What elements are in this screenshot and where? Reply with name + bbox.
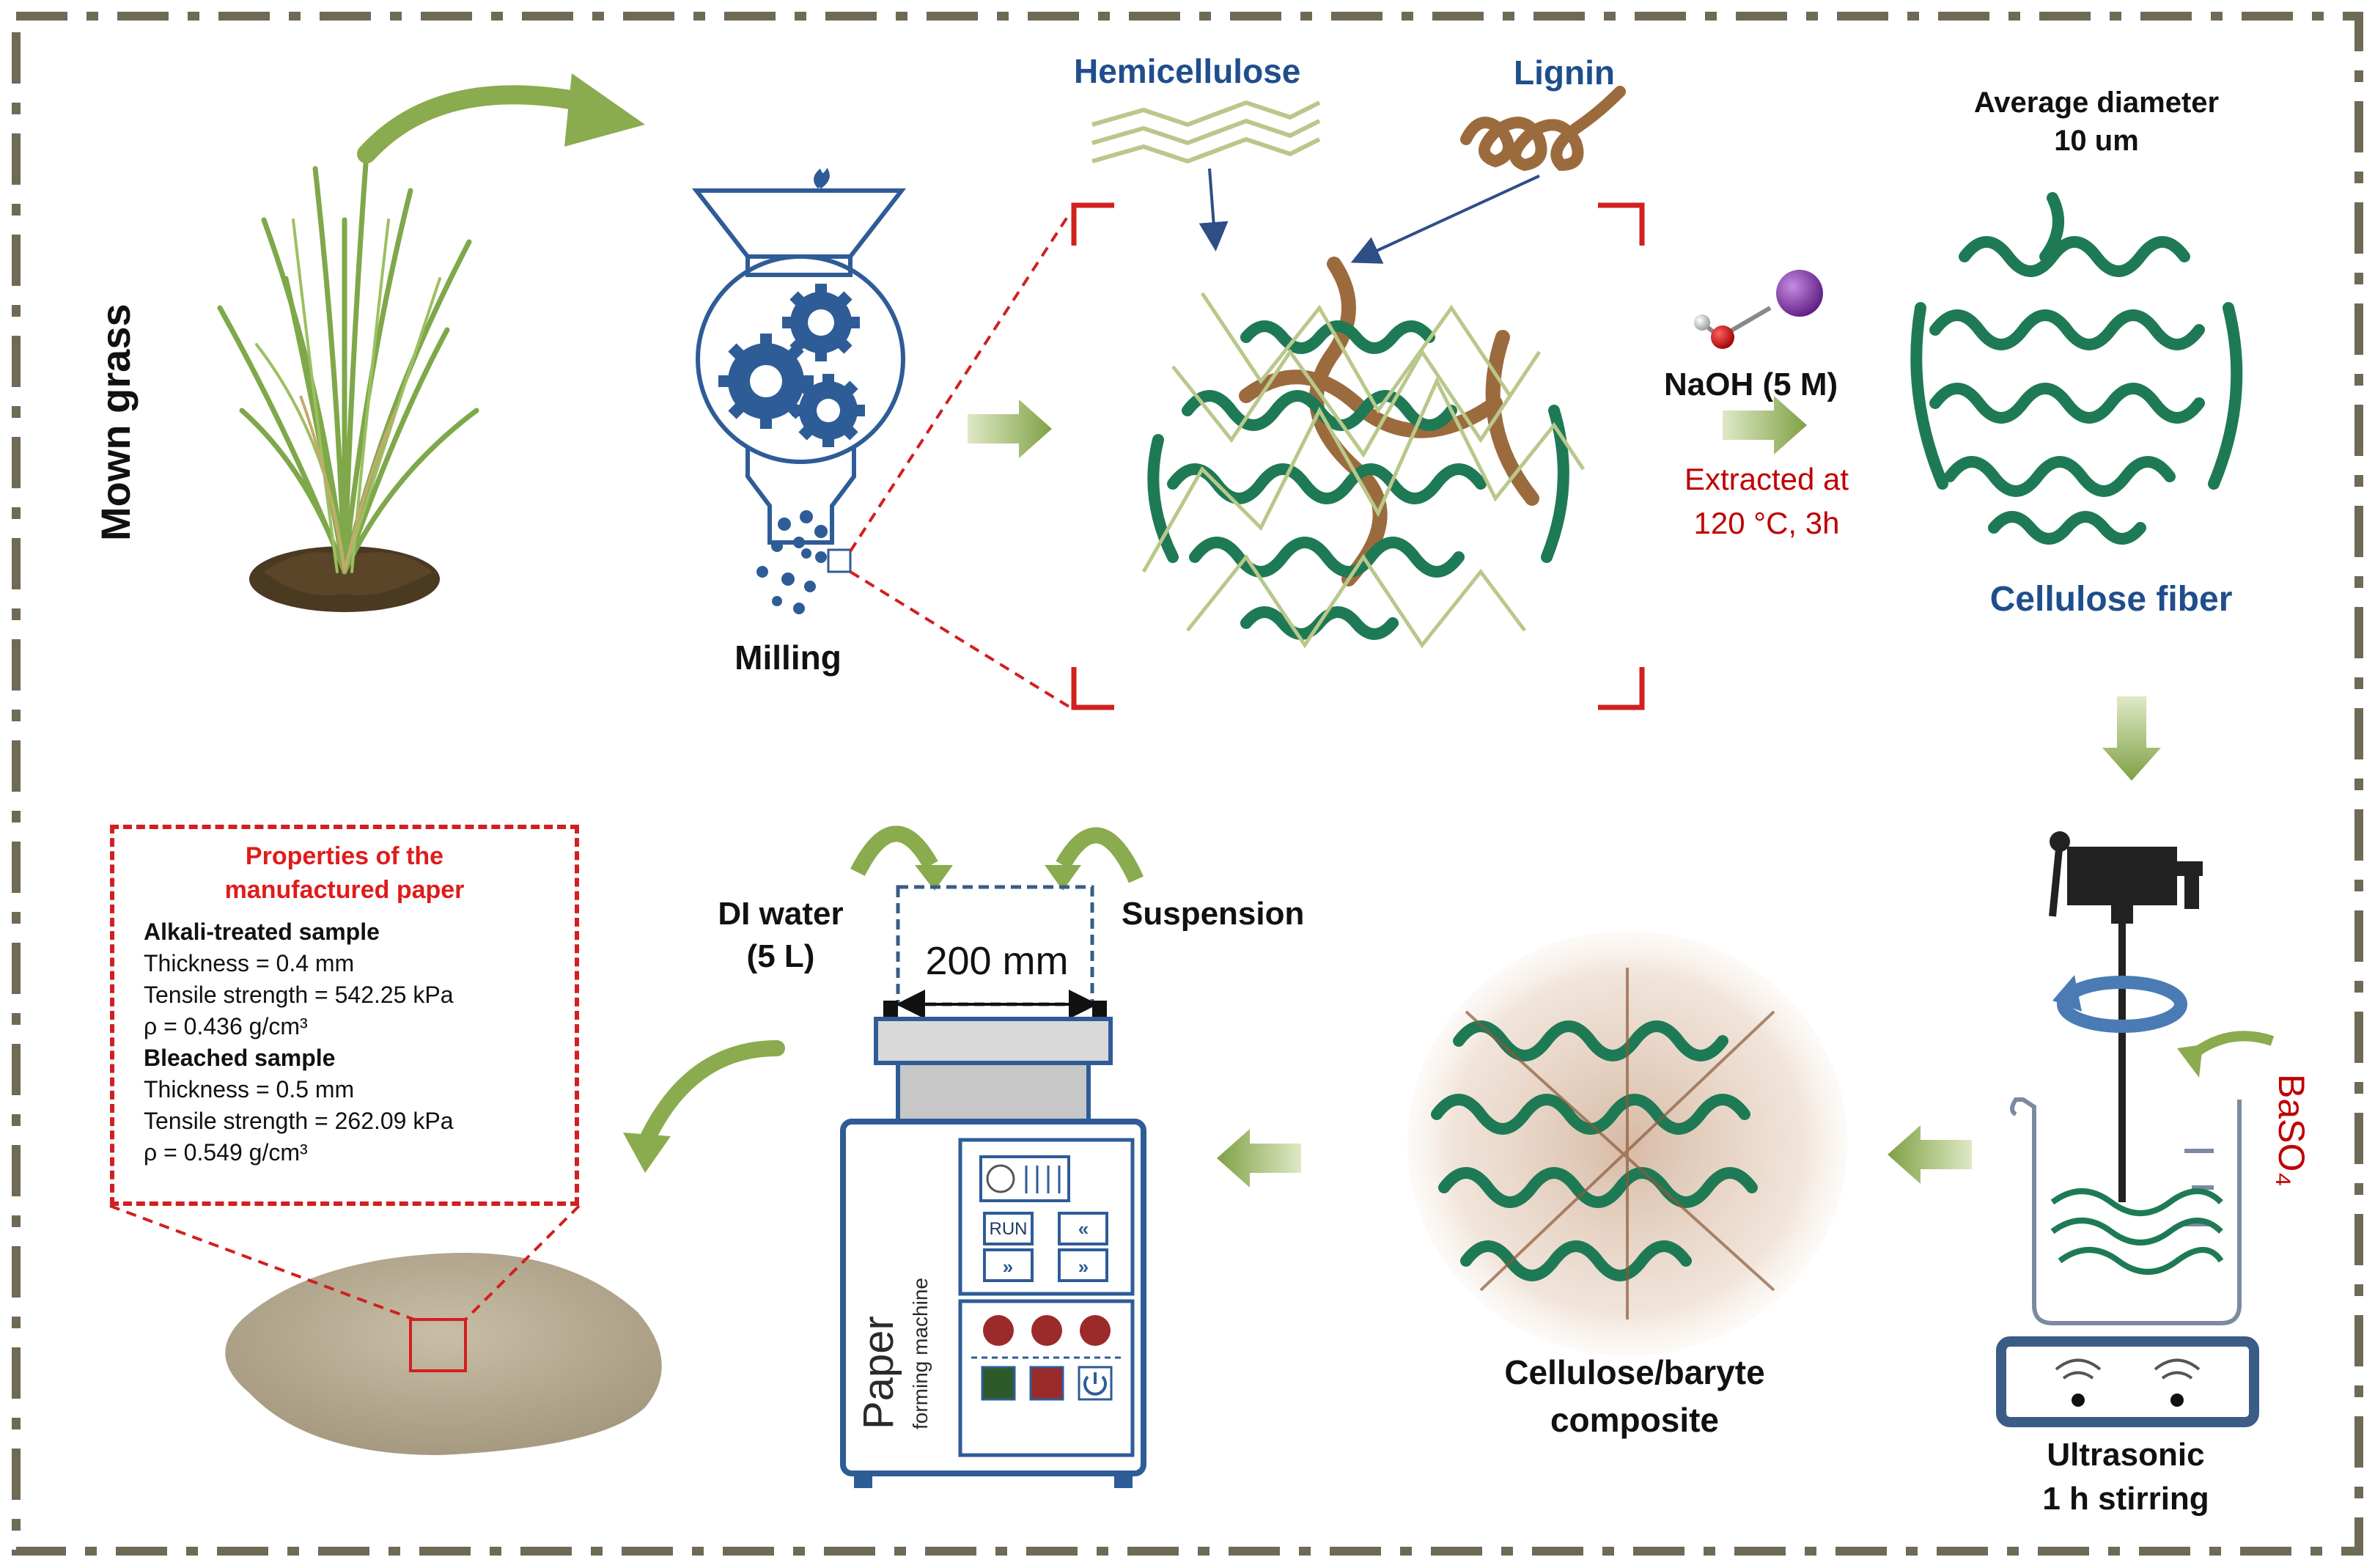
naoh-molecule — [1694, 270, 1823, 349]
average-diameter-line1: Average diameter — [1973, 87, 2220, 119]
cellulose-fiber-label: Cellulose fiber — [1989, 580, 2233, 619]
average-diameter-line2: 10 um — [2054, 125, 2139, 157]
grass-illustration — [217, 151, 479, 612]
arrow-right-2 — [1723, 396, 1807, 454]
svg-text:»: » — [1003, 1256, 1013, 1278]
paper-forming-machine: « » » — [840, 825, 1146, 1488]
arrow-down — [2102, 696, 2161, 781]
composite-label-line2: composite — [1550, 1401, 1720, 1439]
svg-text:«: « — [1078, 1218, 1089, 1240]
milling-label: Milling — [734, 638, 842, 677]
hemicellulose-pointer — [1198, 168, 1229, 251]
down-button — [983, 1248, 1034, 1282]
extraction-condition-line2: 120 °C, 3h — [1693, 506, 1840, 540]
bleached-tensile: Tensile strength = 262.09 kPa — [144, 1108, 454, 1134]
zoom-lines — [849, 211, 1072, 709]
svg-text:»: » — [1078, 1256, 1089, 1278]
bleached-thickness: Thickness = 0.5 mm — [144, 1076, 355, 1103]
up-button — [1058, 1248, 1108, 1282]
properties-title-line1: Properties of the — [245, 842, 444, 870]
ultrasonic-line2: 1 h stirring — [2042, 1481, 2209, 1517]
machine-brand: Paper — [855, 1316, 902, 1429]
baso4-arrow — [2188, 1031, 2275, 1060]
cellulose-fiber-structure — [1910, 192, 2243, 545]
water-arrow-left — [850, 825, 938, 877]
milled-particles — [756, 510, 852, 614]
lignin-coil — [1460, 86, 1626, 172]
arrow-right-1 — [968, 400, 1052, 458]
run-button-label: RUN — [989, 1219, 1028, 1239]
outer-border — [12, 12, 2363, 1556]
alkali-tensile: Tensile strength = 542.25 kPa — [144, 982, 454, 1008]
size-label: 200 mm — [925, 939, 1069, 983]
alkali-thickness: Thickness = 0.4 mm — [144, 950, 355, 976]
machine-subtitle: forming machine — [909, 1278, 932, 1429]
mown-grass-label: Mown grass — [92, 303, 139, 541]
di-water-label-line2: (5 L) — [746, 938, 815, 974]
bleached-heading: Bleached sample — [144, 1045, 336, 1071]
paper-properties-box: Properties of the manufactured paper Alk… — [110, 825, 579, 1206]
alkali-heading: Alkali-treated sample — [144, 919, 380, 945]
curved-arrow-to-mill — [357, 73, 645, 163]
rewind-button — [1058, 1212, 1108, 1245]
baso4-label: BaSO₄ — [2271, 1074, 2312, 1187]
zoom-frame — [1071, 202, 1645, 710]
extraction-condition-line1: Extracted at — [1684, 462, 1849, 496]
ultrasonic-line1: Ultrasonic — [2047, 1437, 2205, 1473]
lignin-label: Lignin — [1514, 54, 1615, 92]
mill-gears — [718, 284, 865, 447]
run-button — [983, 1212, 1034, 1245]
di-water-label-line1: DI water — [718, 896, 844, 932]
arrow-left-2 — [1217, 1129, 1301, 1188]
water-arrow-right — [1056, 827, 1144, 883]
hemicellulose-label: Hemicellulose — [1074, 52, 1301, 90]
suspension-label: Suspension — [1122, 896, 1305, 932]
properties-title-line2: manufactured paper — [224, 876, 465, 904]
rotation-arrow — [2052, 975, 2187, 1033]
stirrer-motor — [2049, 831, 2203, 1202]
composite-label-line1: Cellulose/baryte — [1504, 1353, 1765, 1391]
ultrasonic-plate — [1996, 1336, 2259, 1427]
mill-illustration — [691, 167, 907, 545]
composite-structure — [1407, 931, 1847, 1356]
lignin-pointer — [1350, 174, 1540, 264]
bleached-density: ρ = 0.549 g/cm³ — [144, 1139, 308, 1166]
baso4-arrowhead — [2177, 1045, 2203, 1078]
hemicellulose-strands — [1091, 100, 1321, 164]
naoh-label: NaOH (5 M) — [1664, 367, 1838, 402]
arrow-left-1 — [1888, 1125, 1972, 1184]
beaker-fibers — [2050, 1188, 2224, 1275]
lignocellulose-structure — [1141, 257, 1586, 649]
paper-sheet — [225, 1253, 662, 1455]
alkali-density: ρ = 0.436 g/cm³ — [144, 1013, 308, 1039]
zoom-lines-paper — [109, 1204, 581, 1321]
curved-arrow-to-paper — [623, 1040, 785, 1173]
